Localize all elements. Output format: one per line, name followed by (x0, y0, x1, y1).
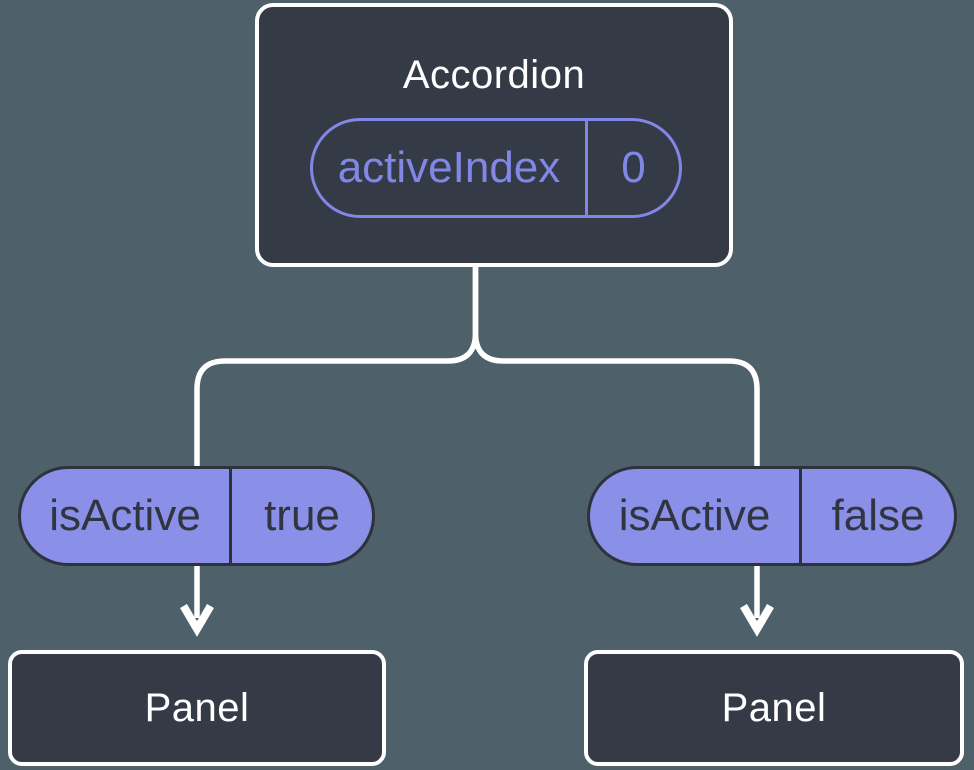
state-pill: activeIndex 0 (310, 118, 682, 218)
prop-pill-left-value: true (264, 491, 340, 540)
connector-root-to-right-child (472, 264, 760, 618)
state-pill-label: activeIndex (313, 121, 588, 215)
connector-root-to-left-child (194, 264, 479, 618)
prop-pill-right: isActive false (587, 466, 957, 566)
arrowhead-right-icon (740, 603, 774, 637)
panel-node-left: Panel (8, 650, 386, 766)
arrowhead-left-icon (180, 603, 214, 637)
panel-left-title: Panel (144, 685, 250, 730)
panel-node-right: Panel (584, 650, 964, 766)
accordion-node: Accordion activeIndex 0 (255, 3, 733, 267)
prop-pill-right-label: isActive (590, 469, 802, 563)
prop-pill-left-label: isActive (21, 469, 232, 563)
panel-right-title: Panel (721, 685, 827, 730)
state-pill-value: 0 (621, 143, 646, 192)
prop-pill-right-value: false (831, 491, 925, 540)
accordion-node-title: Accordion (402, 53, 586, 97)
prop-pill-left: isActive true (18, 466, 375, 566)
